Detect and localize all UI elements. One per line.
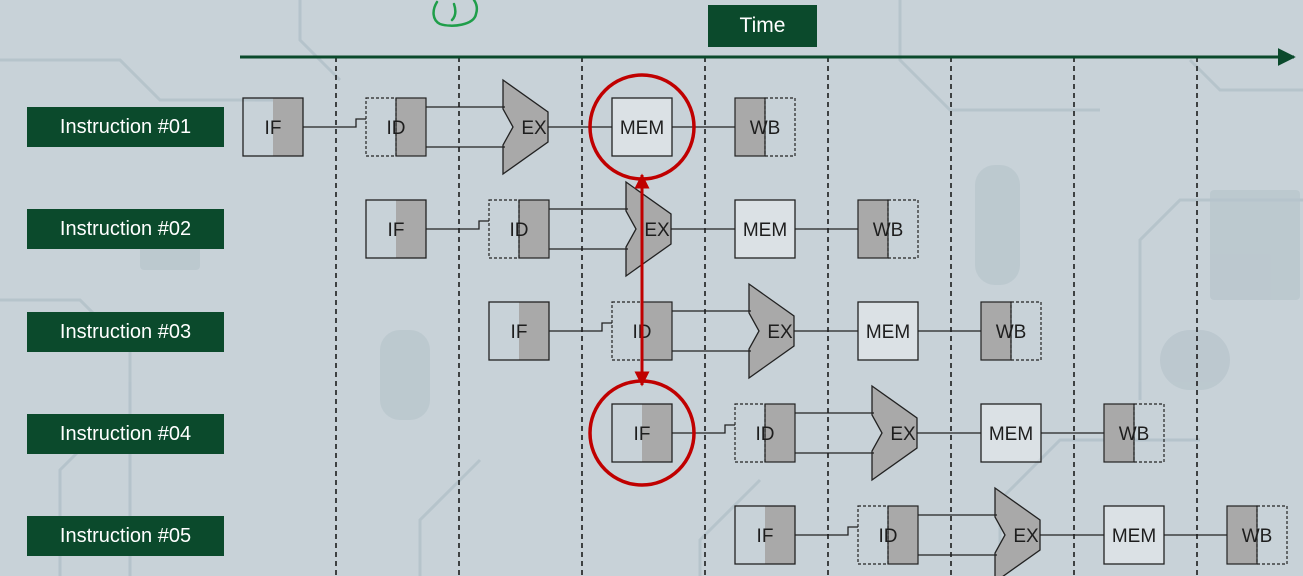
stage-ex-label: EX — [521, 118, 547, 139]
stage-if-label: IF — [757, 526, 774, 547]
stage-if-label: IF — [511, 322, 528, 343]
wire-if-id — [426, 220, 489, 230]
stage-id-fill — [519, 200, 549, 258]
wire-if-id — [672, 424, 735, 434]
stage-ex-label: EX — [644, 220, 670, 241]
pipeline-row-5: IF ID EX MEM WB — [734, 486, 1288, 576]
stage-ex-label: EX — [1013, 526, 1039, 547]
stage-ex-label: EX — [890, 424, 916, 445]
stage-if-label: IF — [265, 118, 282, 139]
stage-id-box-left — [857, 505, 889, 565]
stage-mem-box — [734, 199, 796, 259]
instruction-label-02: Instruction #02 — [27, 209, 224, 249]
stage-mem-label: MEM — [620, 118, 664, 139]
stage-id-box-left — [365, 97, 397, 157]
stage-id-fill — [396, 98, 426, 156]
stage-wb-fill — [735, 98, 765, 156]
stage-id-label: ID — [510, 220, 529, 241]
stage-wb-box-right — [764, 97, 796, 157]
stage-wb-fill — [858, 200, 888, 258]
instruction-label-01: Instruction #01 — [27, 107, 224, 147]
stage-wb-fill — [981, 302, 1011, 360]
stage-mem-box — [1103, 505, 1165, 565]
stage-id-box-right — [887, 505, 919, 565]
stage-if-fill — [273, 98, 303, 156]
stage-mem-box — [611, 97, 673, 157]
stage-mem-label: MEM — [989, 424, 1033, 445]
stage-id-label: ID — [387, 118, 406, 139]
pipeline-row-4: IF ID EX MEM WB — [611, 384, 1165, 482]
instruction-label-05: Instruction #05 — [27, 516, 224, 556]
stage-wb-label: WB — [1242, 526, 1273, 547]
stage-mem-label: MEM — [866, 322, 910, 343]
stage-if-fill — [519, 302, 549, 360]
stage-wb-fill — [1104, 404, 1134, 462]
wire-if-id — [303, 118, 366, 128]
stage-id-box-left — [734, 403, 766, 463]
stage-if-label: IF — [634, 424, 651, 445]
stage-mem-label: MEM — [743, 220, 787, 241]
stage-id-label: ID — [879, 526, 898, 547]
stage-id-box-left — [611, 301, 643, 361]
stage-if-fill — [396, 200, 426, 258]
stage-ex-alu — [748, 282, 795, 380]
stage-id-fill — [765, 404, 795, 462]
stage-ex-alu — [871, 384, 918, 482]
stage-if-label: IF — [388, 220, 405, 241]
handwritten-annotation — [432, 0, 479, 27]
stage-if-fill — [765, 506, 795, 564]
pipeline-row-1: IF ID EX MEM WB — [242, 78, 796, 176]
stage-mem-label: MEM — [1112, 526, 1156, 547]
wire-if-id — [549, 322, 612, 332]
stage-wb-box-right — [887, 199, 919, 259]
stage-wb-label: WB — [750, 118, 781, 139]
instruction-label-03: Instruction #03 — [27, 312, 224, 352]
stage-wb-label: WB — [1119, 424, 1150, 445]
stage-id-fill — [888, 506, 918, 564]
cycle-divider-lines — [335, 57, 1198, 576]
stage-wb-label: WB — [996, 322, 1027, 343]
stage-id-box-right — [395, 97, 427, 157]
instruction-label-04: Instruction #04 — [27, 414, 224, 454]
stage-mem-box — [857, 301, 919, 361]
stage-wb-label: WB — [873, 220, 904, 241]
wire-if-id — [795, 526, 858, 536]
stage-id-box-right — [764, 403, 796, 463]
stage-wb-fill — [1227, 506, 1257, 564]
stage-id-box-left — [488, 199, 520, 259]
time-label: Time — [708, 5, 817, 47]
stage-mem-box — [980, 403, 1042, 463]
stage-wb-box-right — [1010, 301, 1042, 361]
stage-ex-alu — [502, 78, 549, 176]
stage-wb-box-right — [1256, 505, 1288, 565]
stage-id-label: ID — [756, 424, 775, 445]
stage-wb-box-right — [1133, 403, 1165, 463]
stage-id-box-right — [518, 199, 550, 259]
stage-if-fill — [642, 404, 672, 462]
stage-ex-label: EX — [767, 322, 793, 343]
stage-ex-alu — [994, 486, 1041, 576]
